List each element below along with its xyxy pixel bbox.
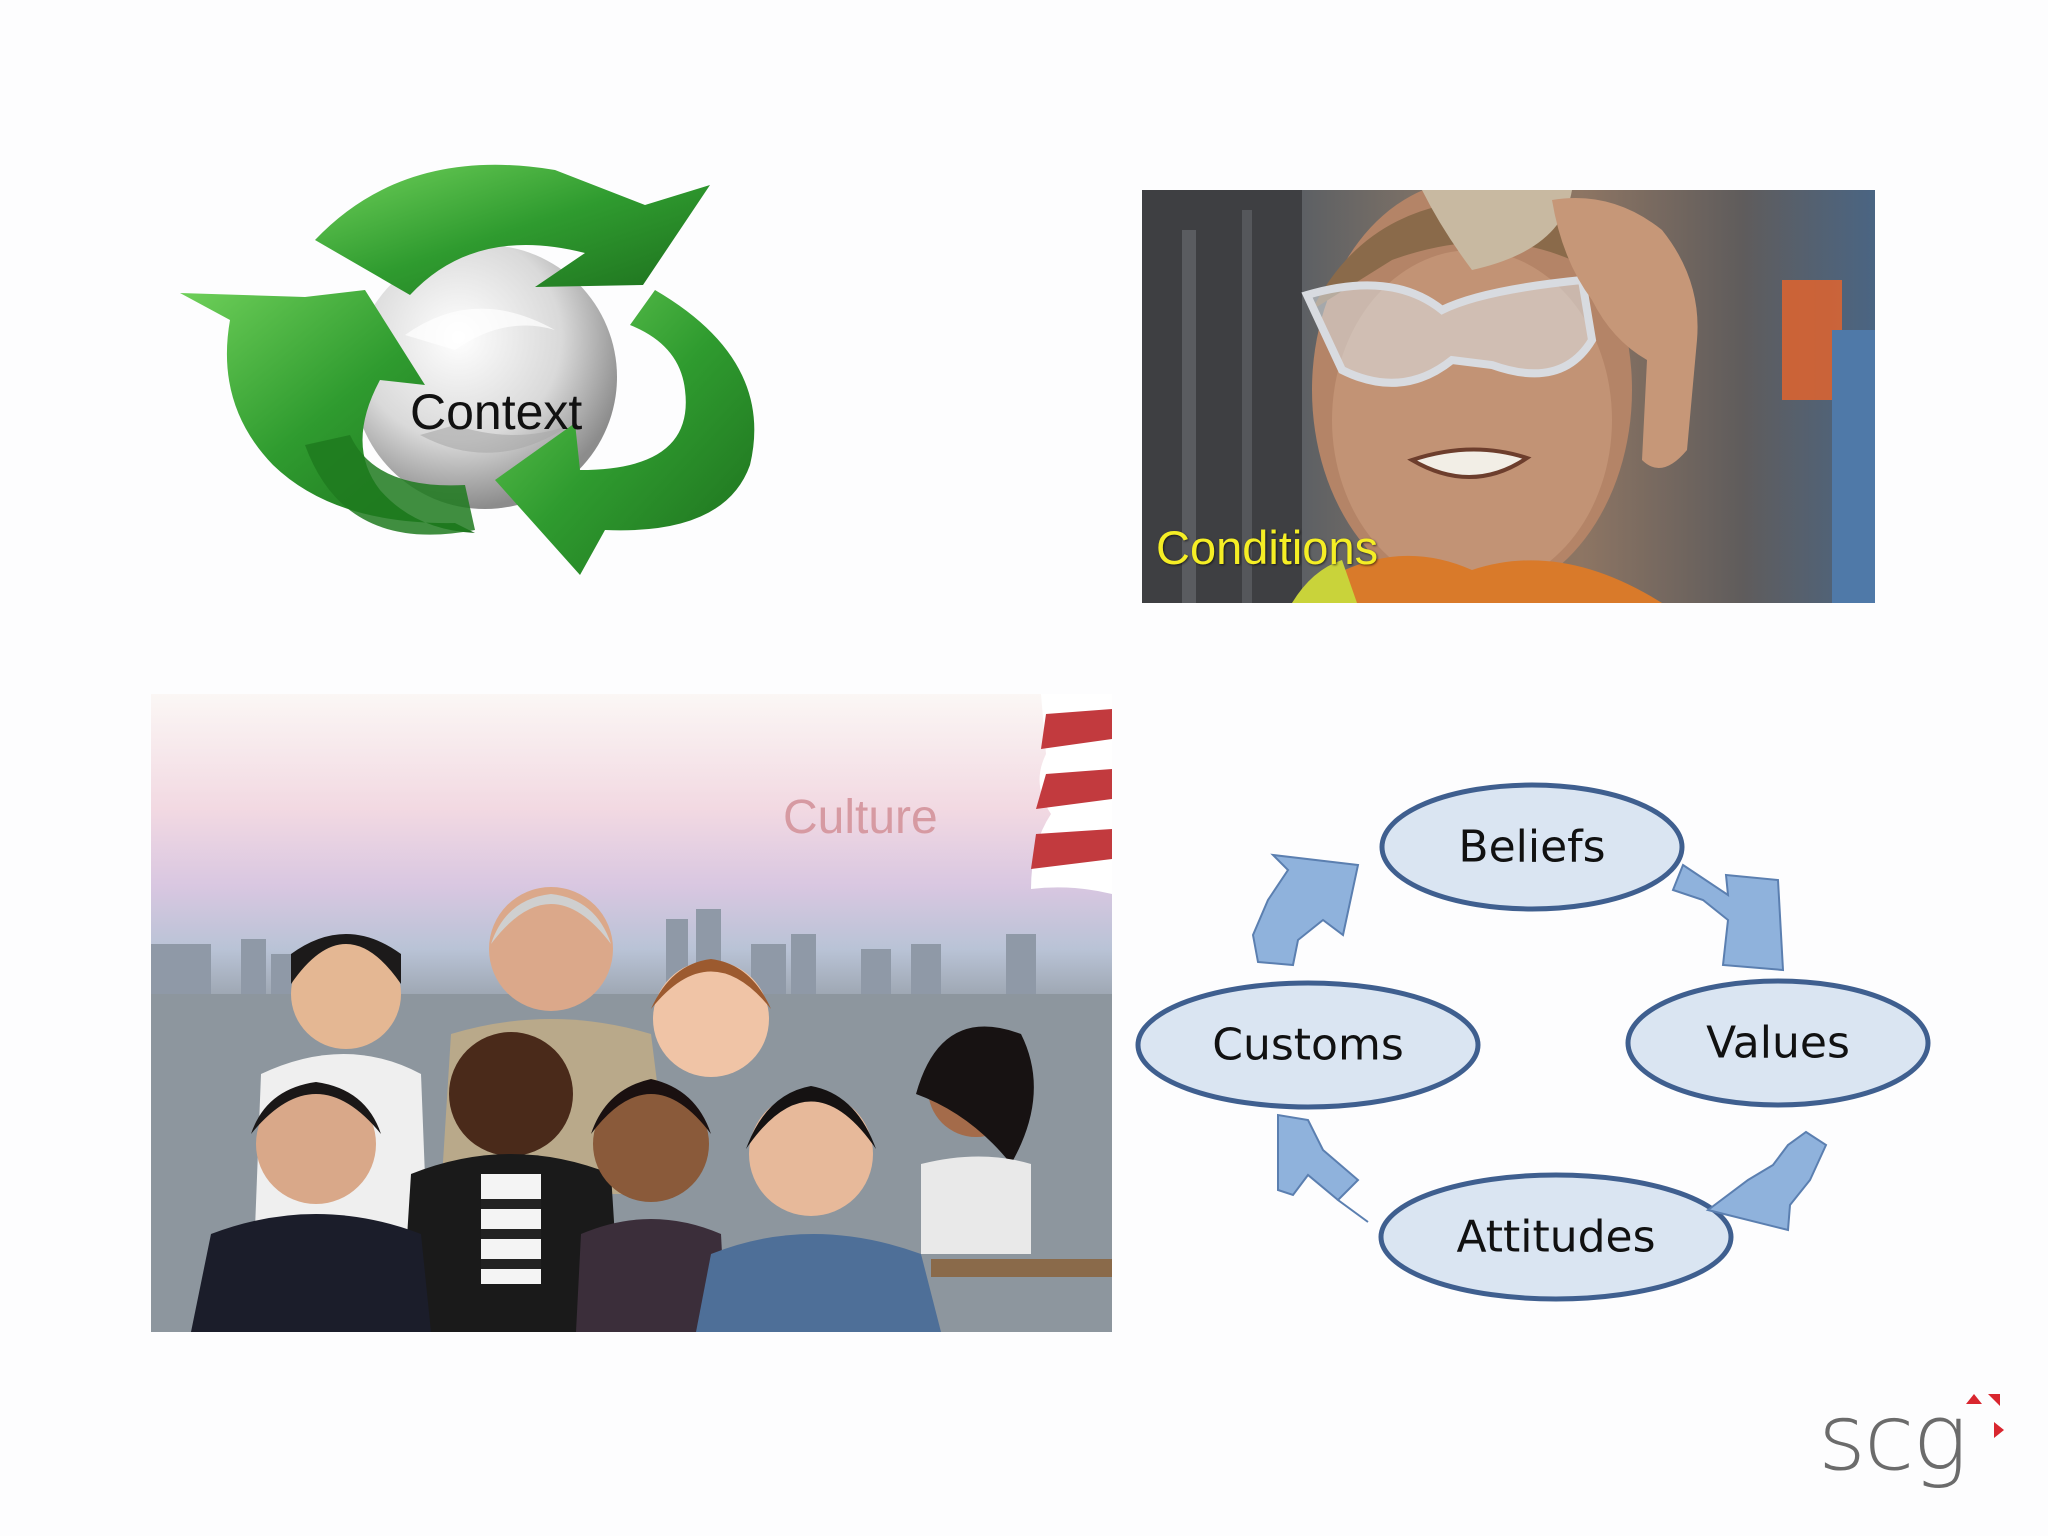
logo-accent-icon	[1966, 1394, 2004, 1438]
context-graphic: Context	[175, 145, 795, 600]
arrow-attitudes-customs-icon	[1277, 1113, 1369, 1223]
customs-ellipse	[1135, 980, 1481, 1110]
customs-label: Customs	[1212, 1019, 1404, 1071]
culture-label: Culture	[783, 791, 938, 844]
values-ellipse	[1625, 978, 1931, 1108]
arrow-customs-beliefs-icon	[1251, 853, 1360, 967]
values-label: Values	[1706, 1017, 1850, 1069]
cycle-graphics	[1135, 782, 1931, 1302]
conditions-photo: Conditions	[1142, 190, 1875, 603]
arrow-values-attitudes-icon	[1705, 1130, 1828, 1232]
arrow-beliefs-values-icon	[1671, 863, 1785, 972]
logo-text: scg	[1818, 1384, 1968, 1491]
beliefs-label: Beliefs	[1458, 821, 1606, 873]
attitudes-ellipse	[1378, 1172, 1734, 1302]
cycle-diagram: Beliefs Values Attitudes Customs	[1128, 770, 1938, 1310]
scg-logo: scg	[1818, 1392, 2008, 1502]
recycle-arrow-left	[180, 290, 475, 533]
recycle-icon	[180, 164, 755, 575]
group-illustration	[151, 694, 1112, 1332]
conditions-label: Conditions	[1156, 521, 1379, 574]
recycle-arrow-top	[315, 164, 710, 295]
culture-photo: Culture	[151, 694, 1112, 1332]
context-label: Context	[410, 384, 583, 440]
worker-illustration	[1142, 190, 1875, 603]
beliefs-ellipse	[1379, 782, 1685, 912]
recycle-arrow-right	[495, 290, 755, 575]
attitudes-label: Attitudes	[1456, 1211, 1656, 1263]
